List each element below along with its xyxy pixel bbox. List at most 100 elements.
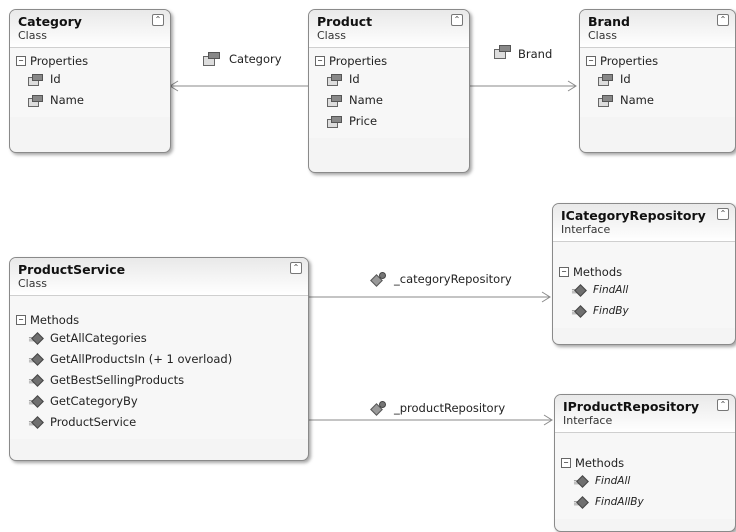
method-item[interactable]: FindAllBy [555, 492, 735, 515]
category-repository-association-label[interactable]: _categoryRepository [394, 272, 512, 286]
product-properties-header[interactable]: − Properties [309, 53, 469, 69]
method-item[interactable]: GetAllCategories [10, 328, 308, 351]
method-icon [28, 414, 42, 435]
icategoryrepository-kind: Interface [561, 223, 611, 236]
product-repository-arrowhead [543, 414, 553, 426]
property-icon [327, 95, 342, 107]
productservice-header: ProductService Class ⌃ [10, 258, 308, 296]
method-item[interactable]: FindAll [553, 280, 735, 303]
brand-kind: Class [588, 29, 617, 42]
method-icon [571, 282, 585, 303]
property-item[interactable]: Name [309, 90, 469, 111]
collapse-icon[interactable]: ⌃ [717, 14, 729, 26]
property-item[interactable]: Id [309, 69, 469, 90]
brand-header: Brand Class ⌃ [580, 10, 735, 48]
property-icon [598, 95, 613, 107]
minus-icon[interactable]: − [586, 56, 596, 66]
property-label: Id [50, 72, 61, 86]
product-kind: Class [317, 29, 346, 42]
product-properties-section: − Properties Id Name Price [309, 48, 469, 138]
property-label: Id [620, 72, 631, 86]
product-title: Product [317, 14, 373, 29]
property-icon [28, 95, 43, 107]
icategoryrepository-header: ICategoryRepository Interface ⌃ [553, 204, 735, 242]
property-label: Name [50, 93, 84, 107]
minus-icon[interactable]: − [315, 56, 325, 66]
method-icon [573, 473, 587, 494]
field-icon [371, 400, 387, 414]
category-class-box[interactable]: Category Class ⌃ − Properties Id Name [9, 9, 171, 153]
method-item[interactable]: FindBy [553, 301, 735, 324]
method-label: FindAllBy [595, 496, 644, 508]
brand-class-box[interactable]: Brand Class ⌃ − Properties Id Name [579, 9, 736, 153]
property-label: Id [349, 72, 360, 86]
property-icon [327, 74, 342, 86]
section-label: Methods [573, 265, 623, 279]
product-header: Product Class ⌃ [309, 10, 469, 48]
property-label: Price [349, 114, 378, 128]
minus-icon[interactable]: − [16, 315, 26, 325]
method-label: FindAll [593, 284, 629, 296]
minus-icon[interactable]: − [16, 56, 26, 66]
section-label: Properties [30, 54, 89, 68]
method-label: GetAllProductsIn (+ 1 overload) [50, 352, 233, 366]
productservice-class-box[interactable]: ProductService Class ⌃ − Methods GetAllC… [9, 257, 309, 461]
collapse-icon[interactable]: ⌃ [717, 208, 729, 220]
brand-properties-header[interactable]: − Properties [580, 53, 735, 69]
category-properties-header[interactable]: − Properties [10, 53, 170, 69]
method-item[interactable]: GetCategoryBy [10, 391, 308, 414]
iproductrepository-methods-header[interactable]: − Methods [555, 455, 735, 471]
property-item[interactable]: Price [309, 111, 469, 132]
method-label: FindBy [593, 305, 629, 317]
iproductrepository-interface-box[interactable]: IProductRepository Interface ⌃ − Methods… [554, 394, 736, 532]
section-label: Methods [575, 456, 625, 470]
brand-properties-section: − Properties Id Name [580, 48, 735, 117]
method-icon [28, 351, 42, 372]
minus-icon[interactable]: − [561, 458, 571, 468]
brand-arrowhead [567, 80, 577, 92]
collapse-icon[interactable]: ⌃ [152, 14, 164, 26]
iproductrepository-kind: Interface [563, 414, 613, 427]
collapse-icon[interactable]: ⌃ [717, 399, 729, 411]
method-item[interactable]: FindAll [555, 471, 735, 494]
collapse-icon[interactable]: ⌃ [290, 262, 302, 274]
category-repository-arrowhead [541, 291, 551, 303]
property-item[interactable]: Id [580, 69, 735, 90]
property-item[interactable]: Name [10, 90, 170, 111]
property-icon [28, 74, 43, 86]
icategoryrepository-methods-header[interactable]: − Methods [553, 264, 735, 280]
brand-title: Brand [588, 14, 630, 29]
property-icon [327, 116, 342, 128]
section-label: Methods [30, 313, 80, 327]
method-label: GetAllCategories [50, 331, 147, 345]
section-label: Properties [600, 54, 659, 68]
productservice-methods-header[interactable]: − Methods [10, 312, 308, 328]
collapse-icon[interactable]: ⌃ [451, 14, 463, 26]
minus-icon[interactable]: − [559, 267, 569, 277]
method-icon [28, 372, 42, 393]
method-item[interactable]: GetAllProductsIn (+ 1 overload) [10, 349, 308, 372]
product-repository-association-label[interactable]: _productRepository [394, 401, 506, 415]
association-icon [203, 52, 220, 66]
category-association-label[interactable]: Category [229, 52, 282, 66]
section-label: Properties [329, 54, 388, 68]
property-label: Name [349, 93, 383, 107]
category-properties-section: − Properties Id Name [10, 48, 170, 117]
method-item[interactable]: GetBestSellingProducts [10, 370, 308, 393]
iproductrepository-methods-section: − Methods FindAll FindAllBy [555, 433, 735, 519]
method-label: FindAll [595, 475, 631, 487]
method-icon [573, 494, 587, 515]
brand-association-label[interactable]: Brand [518, 47, 553, 61]
property-icon [598, 74, 613, 86]
product-class-box[interactable]: Product Class ⌃ − Properties Id Name Pri… [308, 9, 470, 173]
property-item[interactable]: Id [10, 69, 170, 90]
method-label: GetCategoryBy [50, 394, 138, 408]
method-item[interactable]: ProductService [10, 412, 308, 435]
property-item[interactable]: Name [580, 90, 735, 111]
productservice-title: ProductService [18, 262, 126, 277]
method-label: ProductService [50, 415, 137, 429]
association-icon [494, 45, 511, 59]
productservice-methods-section: − Methods GetAllCategories GetAllProduct… [10, 296, 308, 439]
icategoryrepository-interface-box[interactable]: ICategoryRepository Interface ⌃ − Method… [552, 203, 736, 345]
